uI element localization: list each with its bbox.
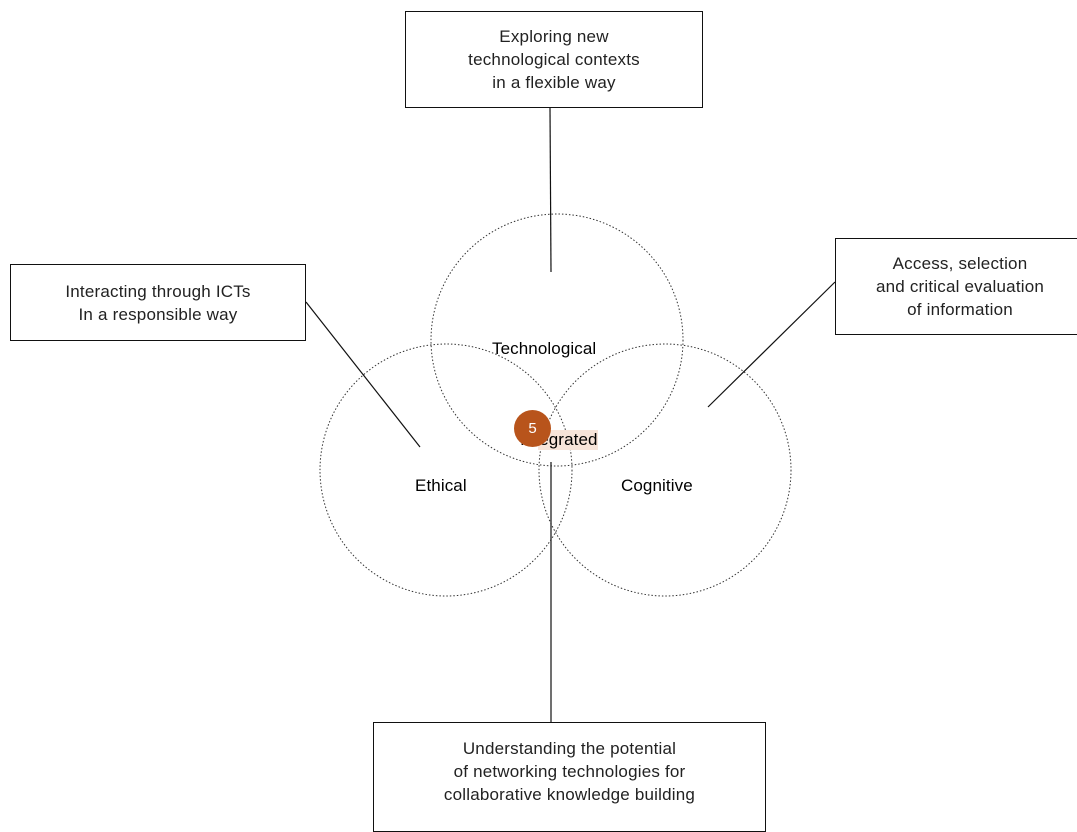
box-bottom-line-1: Understanding the potential (462, 739, 677, 758)
box-top-line-2: technological contexts (468, 50, 640, 69)
technological-description-box: Exploring new technological contexts in … (405, 11, 703, 108)
box-top-line-3: in a flexible way (492, 73, 616, 92)
integrated-description-box: Understanding the potential of networkin… (373, 722, 766, 832)
box-bottom-line-3: collaborative knowledge building (443, 785, 696, 804)
connector-right (707, 281, 836, 408)
ethical-description-box: Interacting through ICTs In a responsibl… (10, 264, 306, 341)
ethical-label: Ethical (415, 476, 467, 495)
box-left-line-2: In a responsible way (78, 304, 238, 324)
cognitive-circle (538, 343, 792, 597)
box-bottom-line-2: of networking technologies for (453, 762, 686, 781)
ethical-circle (319, 343, 573, 597)
box-right-line-3: of information (907, 300, 1013, 319)
box-top-line-1: Exploring new (499, 27, 609, 46)
number-badge: 5 (514, 410, 551, 447)
cognitive-description-box: Access, selection and critical evaluatio… (835, 238, 1077, 335)
technological-label: Technological (492, 339, 597, 358)
box-left-line-1: Interacting through ICTs (65, 281, 251, 301)
technological-circle (430, 213, 684, 467)
box-right-line-1: Access, selection (892, 254, 1028, 273)
box-right-line-2: and critical evaluation (875, 277, 1045, 296)
connector-left (305, 301, 421, 448)
connector-top (549, 107, 552, 273)
cognitive-label: Cognitive (621, 476, 693, 495)
